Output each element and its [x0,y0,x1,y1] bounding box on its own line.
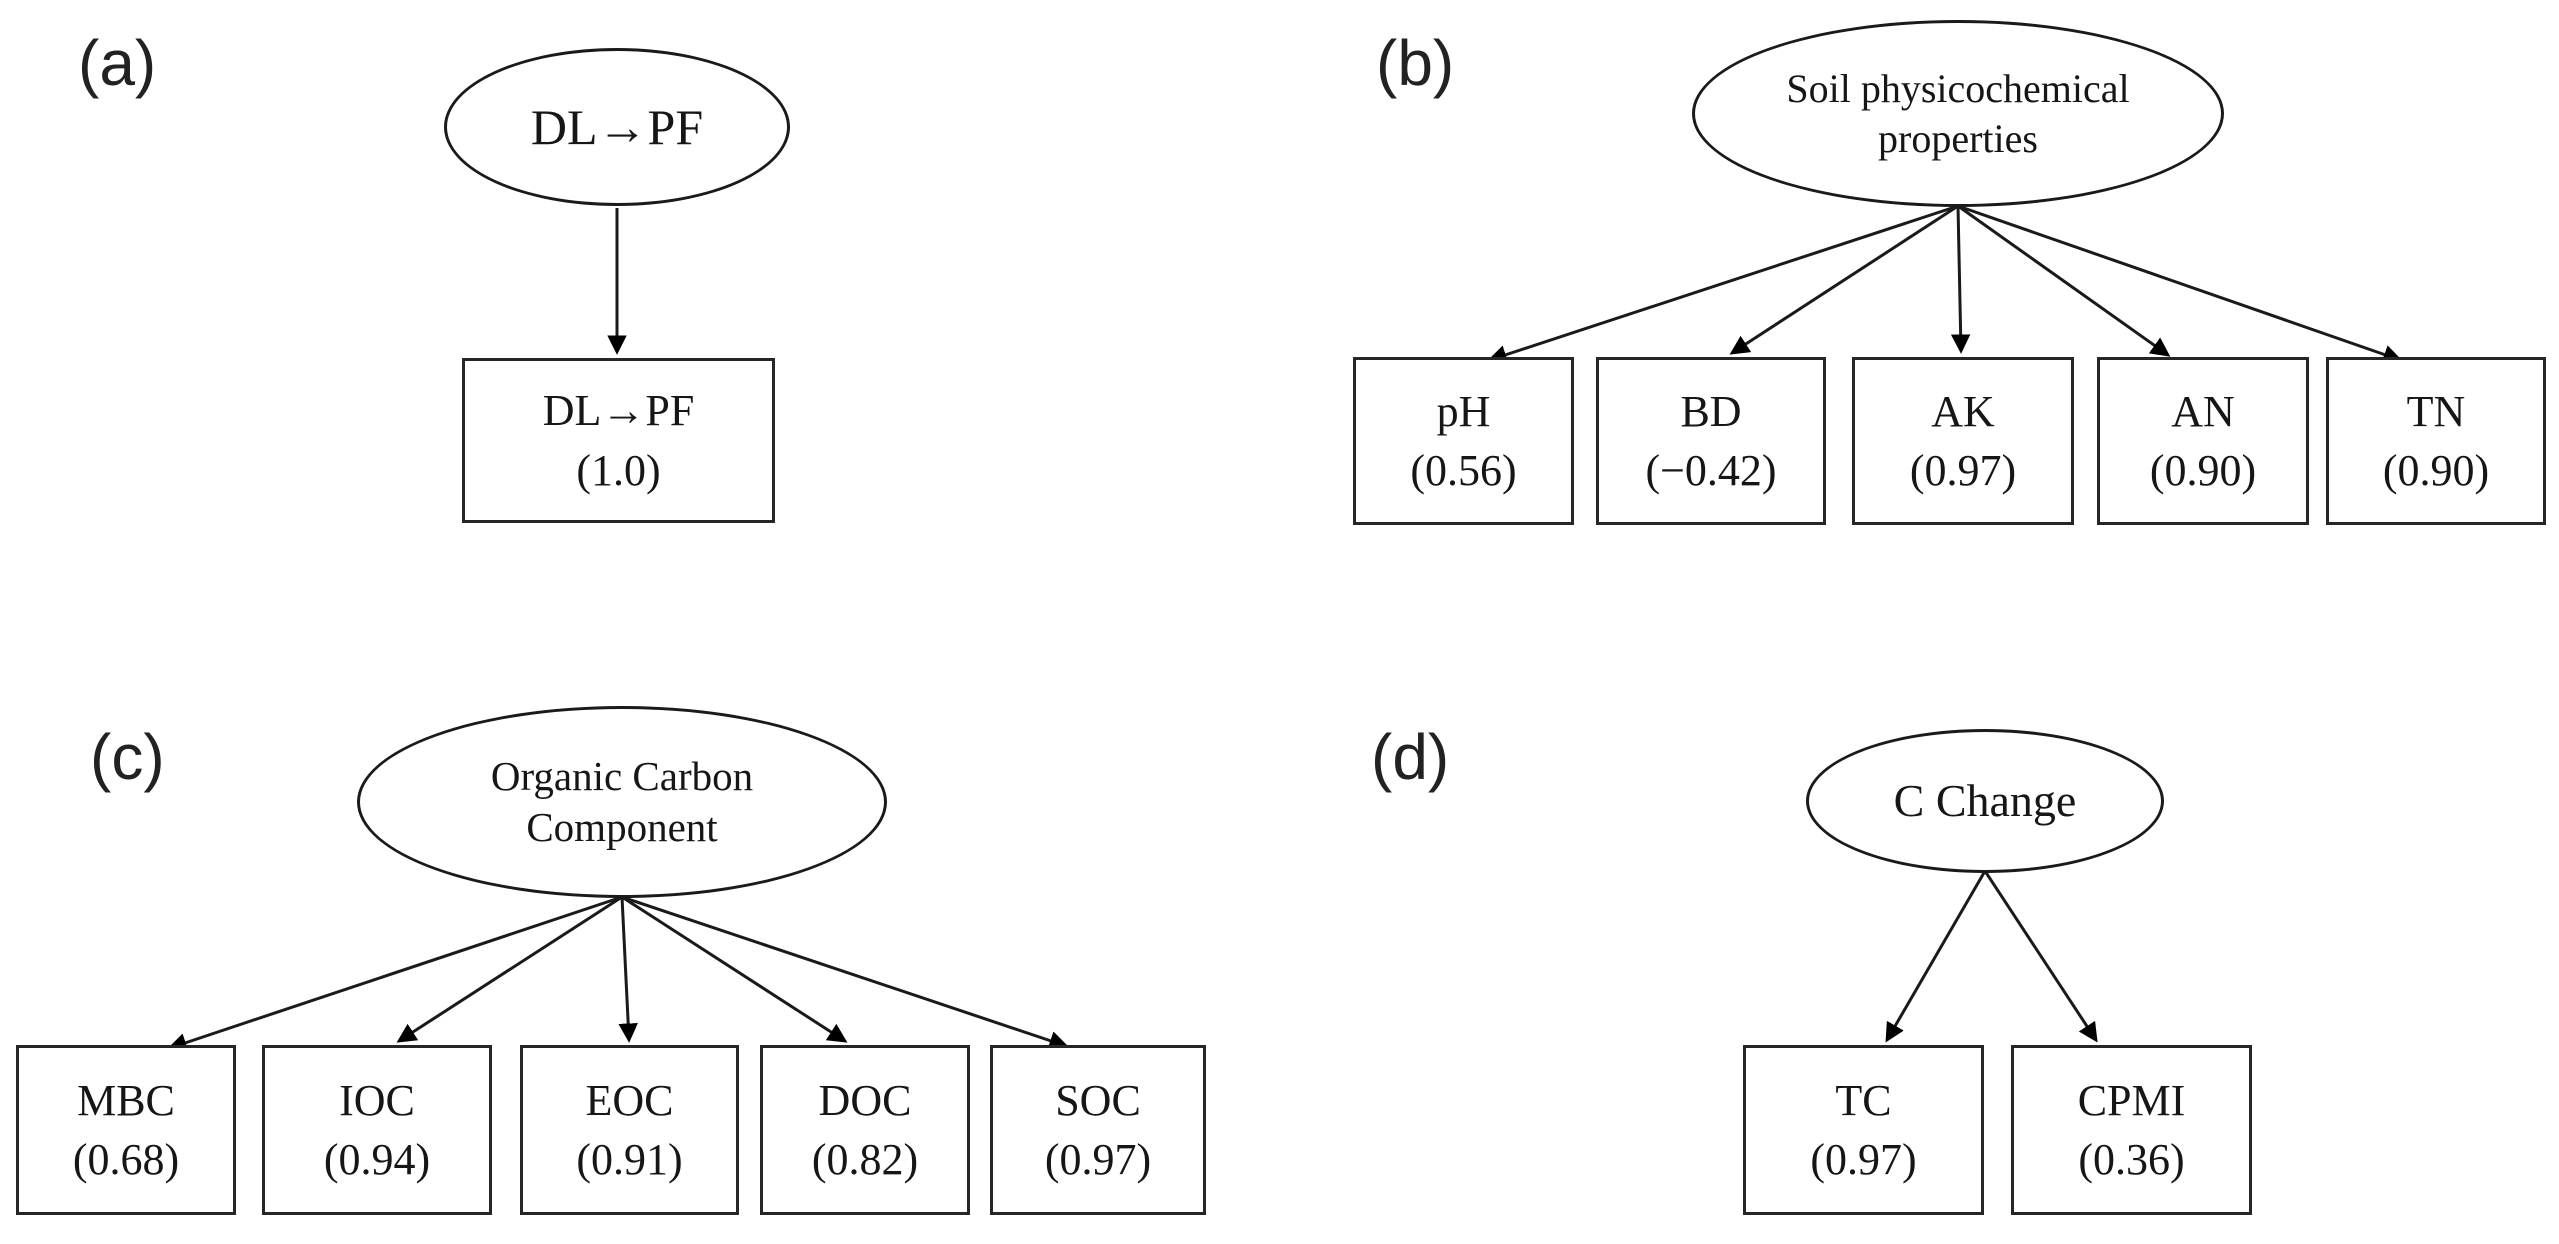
panel-b-arrow-bd [1729,204,1959,355]
panel-c-latent-label: Organic Carbon Component [490,752,754,850]
panel-d-label: (d) [1371,721,1450,793]
indicator-loading: (−0.42) [1645,446,1777,495]
indicator-loading: (0.90) [2382,446,2490,495]
indicator-loading: (0.94) [323,1135,431,1184]
indicator-name: AN [2171,386,2235,436]
indicator-loading: (0.97) [1909,446,2017,495]
indicator-loading: (1.0) [576,445,661,495]
indicator-name: MBC [77,1075,175,1125]
indicator-name: DL→PF [542,386,695,436]
panel-d-indicator-box-cpmi: CPMI (0.36) [2011,1045,2252,1215]
indicator-loading: (0.91) [576,1135,683,1184]
indicator-name: AK [1931,386,1995,436]
panel-b-indicator-box-tn: TN (0.90) [2326,357,2546,525]
panel-b-arrow-an [1957,204,2171,357]
panel-c-indicator-box-eoc: EOC (0.91) [520,1045,739,1215]
indicator-loading: (0.97) [1044,1135,1152,1184]
panel-b-latent-label: Soil physicochemical properties [1786,65,2130,161]
indicator-name: TN [2406,386,2466,436]
indicator-loading: (0.36) [2078,1135,2185,1184]
panel-b-arrow-ak [1950,205,1971,354]
panel-a-label: (a) [78,27,157,99]
panel-b-label: (b) [1376,27,1455,99]
panel-b-indicator-box-ph: pH (0.56) [1353,357,1574,525]
panel-c-arrow-soc [621,895,1069,1050]
panel-c-arrow-eoc [618,896,638,1043]
panel-c-indicator-box-soc: SOC (0.97) [990,1045,1206,1215]
indicator-name: IOC [339,1075,415,1125]
panel-c-arrow-mbc [167,895,623,1052]
panel-d-latent-ellipse: C Change [1806,729,2164,873]
indicator-loading: (0.82) [811,1135,919,1184]
panel-c-arrow-ioc [396,895,623,1043]
panel-d-latent-label: C Change [1893,775,2077,827]
panel-b-arrow-tn [1957,204,2403,364]
panel-b-indicator-box-ak: AK (0.97) [1852,357,2074,525]
panel-a-latent-label: DL→PF [530,98,704,155]
panel-c-indicator-box-mbc: MBC (0.68) [16,1045,236,1215]
panel-d-indicator-box-tc: TC (0.97) [1743,1045,1984,1215]
panel-c-label: (c) [90,721,165,793]
panel-b-indicator-box-bd: BD (−0.42) [1596,357,1826,525]
panel-a-indicator-box-dlpf: DL→PF (1.0) [462,358,775,523]
indicator-name: TC [1835,1075,1892,1125]
indicator-name: pH [1436,386,1491,436]
indicator-name: BD [1680,386,1742,436]
indicator-name: CPMI [2077,1075,2186,1125]
indicator-name: EOC [585,1075,674,1125]
panel-c-latent-ellipse: Organic Carbon Component [357,706,887,898]
panel-a-latent-ellipse: DL→PF [444,48,790,206]
panel-d-arrow-tc [1885,870,1987,1043]
indicator-loading: (0.56) [1410,446,1517,495]
indicator-name: DOC [818,1075,912,1125]
indicator-name: SOC [1055,1075,1141,1125]
panel-c-indicator-box-doc: DOC (0.82) [760,1045,970,1215]
panel-c-indicator-box-ioc: IOC (0.94) [262,1045,492,1215]
panel-d-arrow-cpmi [1983,870,2098,1043]
panel-c-arrow-doc [621,895,848,1043]
indicator-loading: (0.68) [72,1135,180,1184]
panel-b-latent-ellipse: Soil physicochemical properties [1692,20,2224,207]
panel-b-indicator-box-an: AN (0.90) [2097,357,2309,525]
panel-b-arrow-ph [1487,204,1959,365]
indicator-loading: (0.97) [1810,1135,1917,1184]
indicator-loading: (0.90) [2149,446,2257,495]
